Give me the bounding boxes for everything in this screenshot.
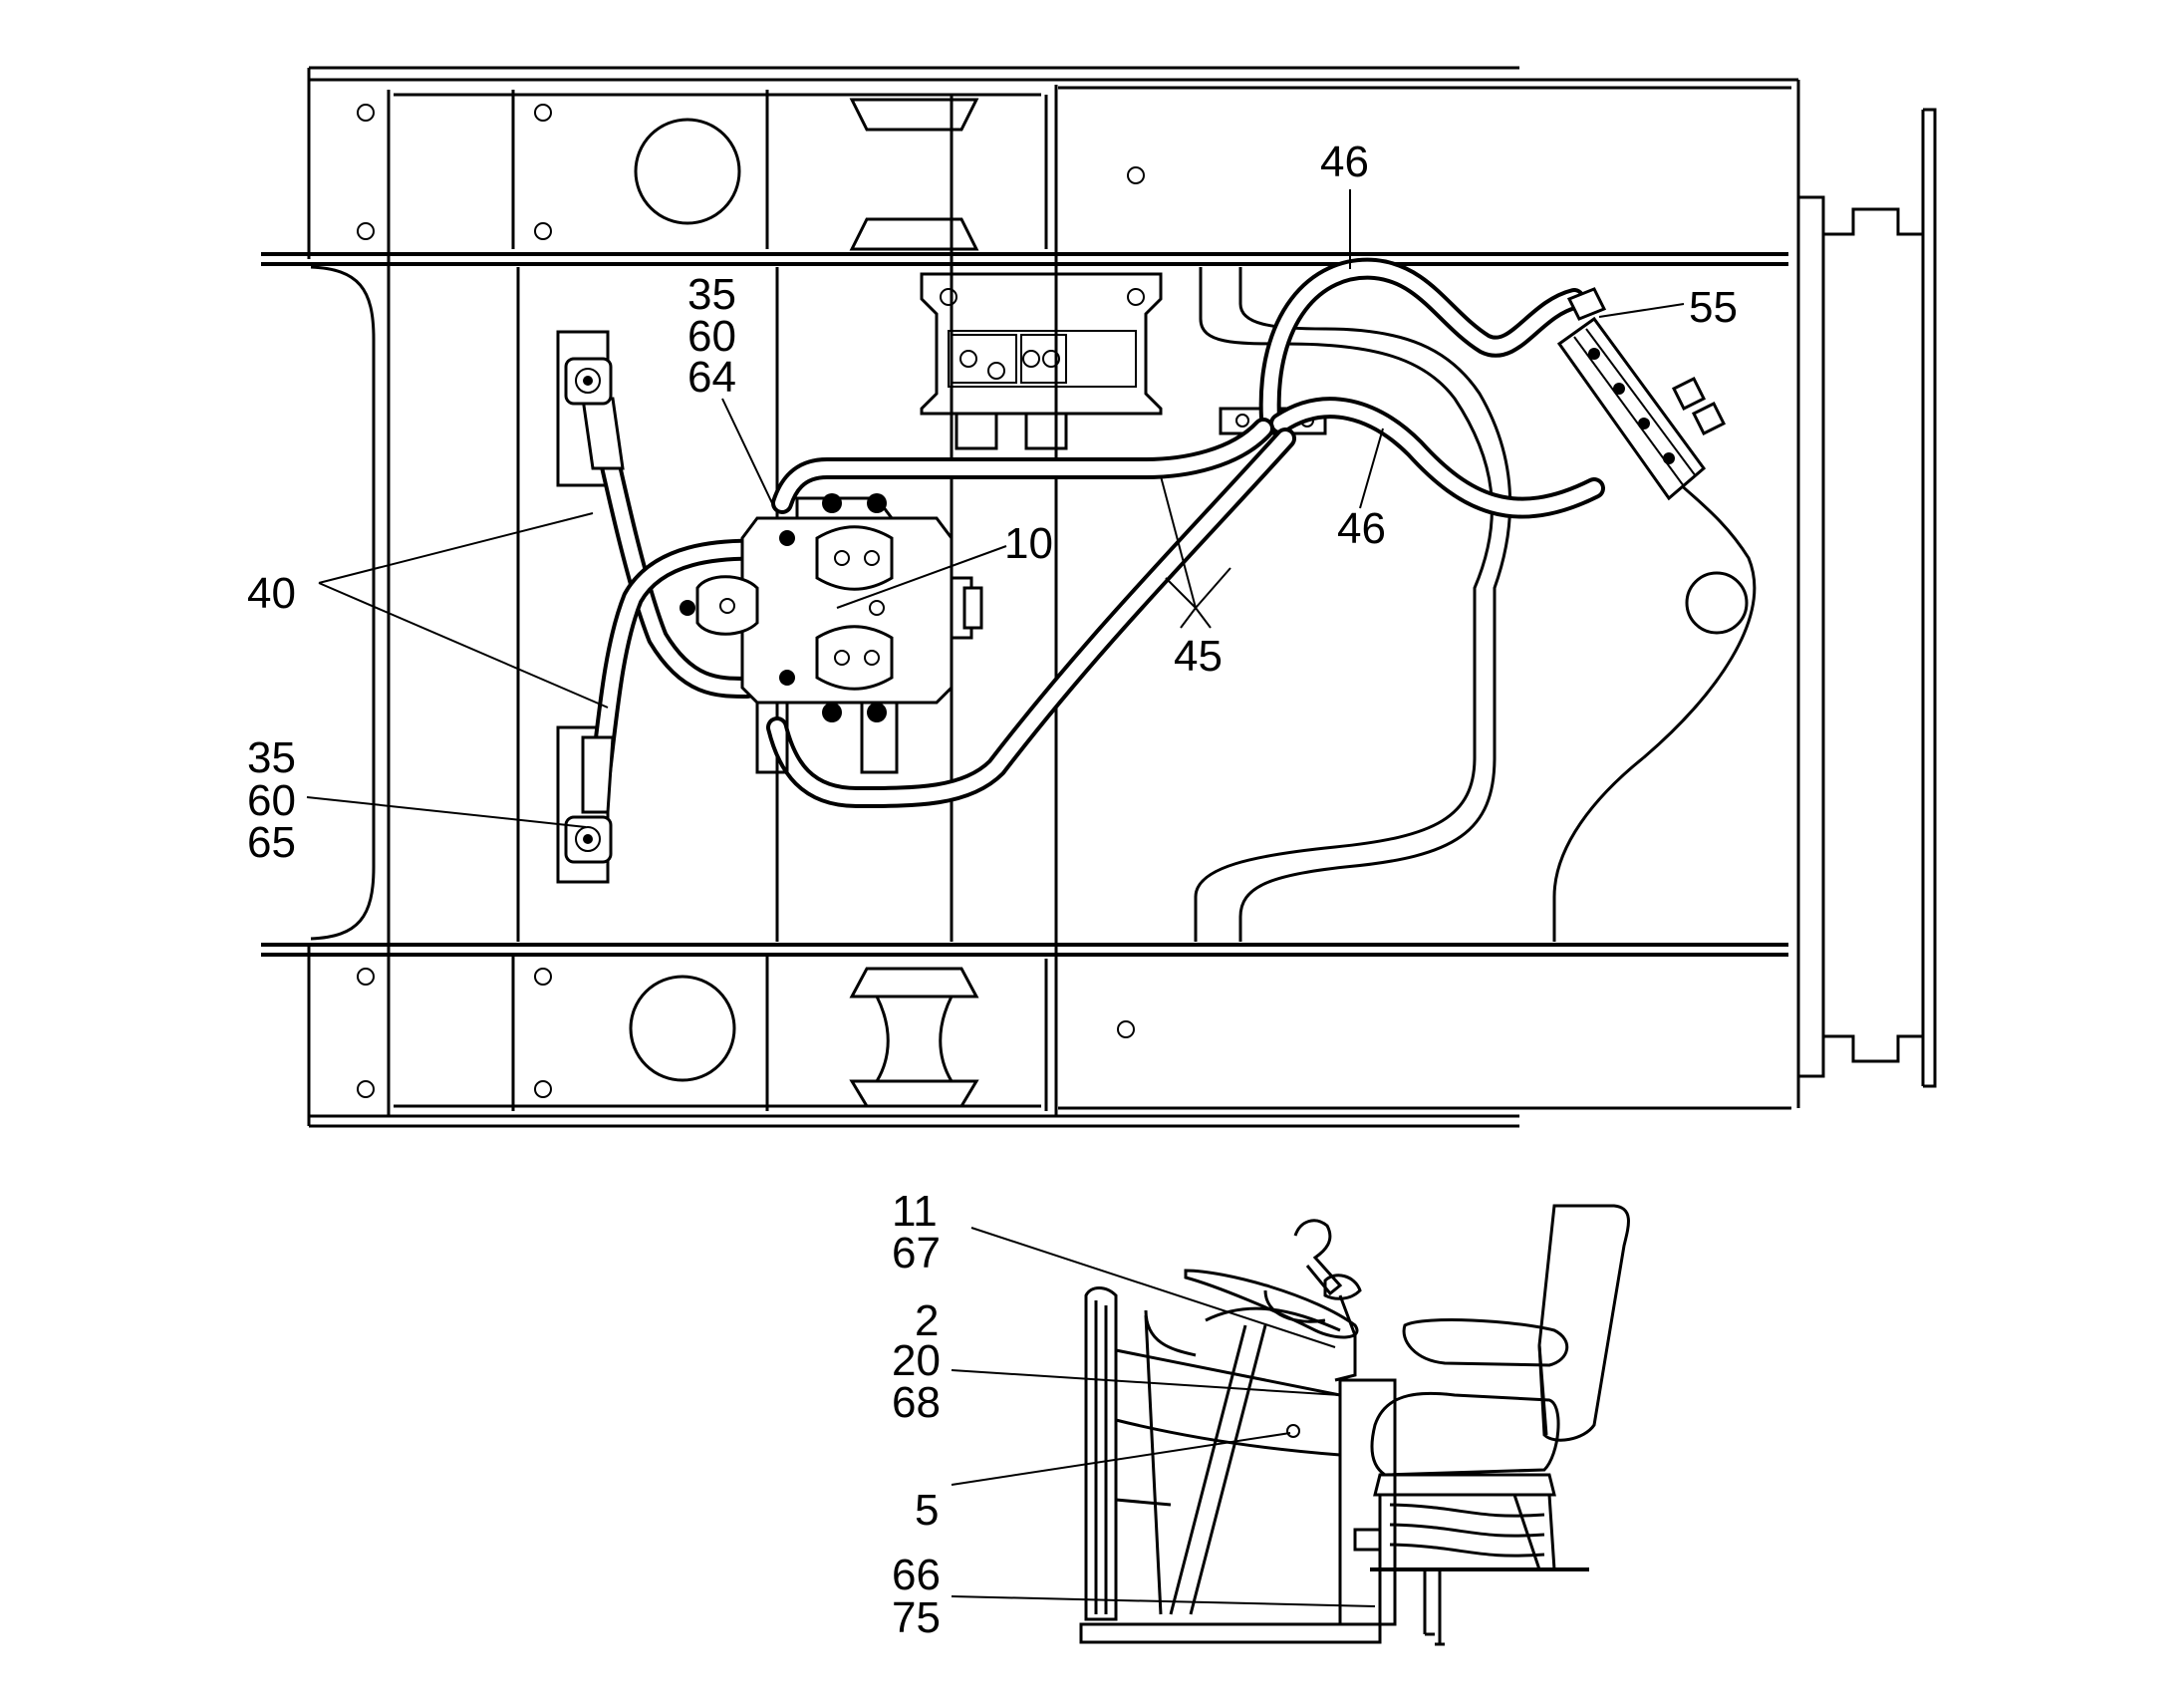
callout-5: 5	[915, 1486, 939, 1535]
callouts-side: 11 67 2 20 68 5 66 75	[892, 1187, 941, 1642]
callout-10: 10	[1004, 519, 1053, 568]
callout-66: 66	[892, 1551, 941, 1599]
callout-64: 64	[687, 353, 736, 402]
callout-68: 68	[892, 1378, 941, 1427]
leader-lines-top	[306, 189, 1685, 828]
manifold-block	[1556, 287, 1727, 501]
callout-20: 20	[892, 1336, 941, 1385]
callout-11: 11	[892, 1187, 938, 1236]
machine-frame-top-view	[261, 66, 1937, 1128]
callout-55: 55	[1689, 283, 1738, 332]
operator-station-side-view	[1079, 1204, 1630, 1646]
hose-fittings	[564, 357, 613, 864]
main-control-valve	[680, 493, 983, 774]
callout-35-lower: 35	[247, 733, 296, 782]
leader-lines-side	[951, 1227, 1376, 1607]
callout-46-mid: 46	[1337, 504, 1386, 553]
callouts-top: 46 55 35 60 64 10 40 46 45 35 60 65	[247, 138, 1738, 867]
control-valve-block-top	[920, 272, 1163, 450]
callout-35-upper: 35	[687, 270, 736, 319]
callout-65: 65	[247, 818, 296, 867]
hoses	[581, 257, 1605, 814]
callout-45: 45	[1174, 632, 1223, 681]
callout-60-upper: 60	[687, 312, 736, 361]
callout-75: 75	[892, 1593, 941, 1642]
callout-67: 67	[892, 1229, 941, 1278]
callout-40: 40	[247, 569, 296, 618]
callout-46-top: 46	[1320, 138, 1369, 186]
callout-60-lower: 60	[247, 776, 296, 825]
callout-2: 2	[915, 1296, 939, 1345]
